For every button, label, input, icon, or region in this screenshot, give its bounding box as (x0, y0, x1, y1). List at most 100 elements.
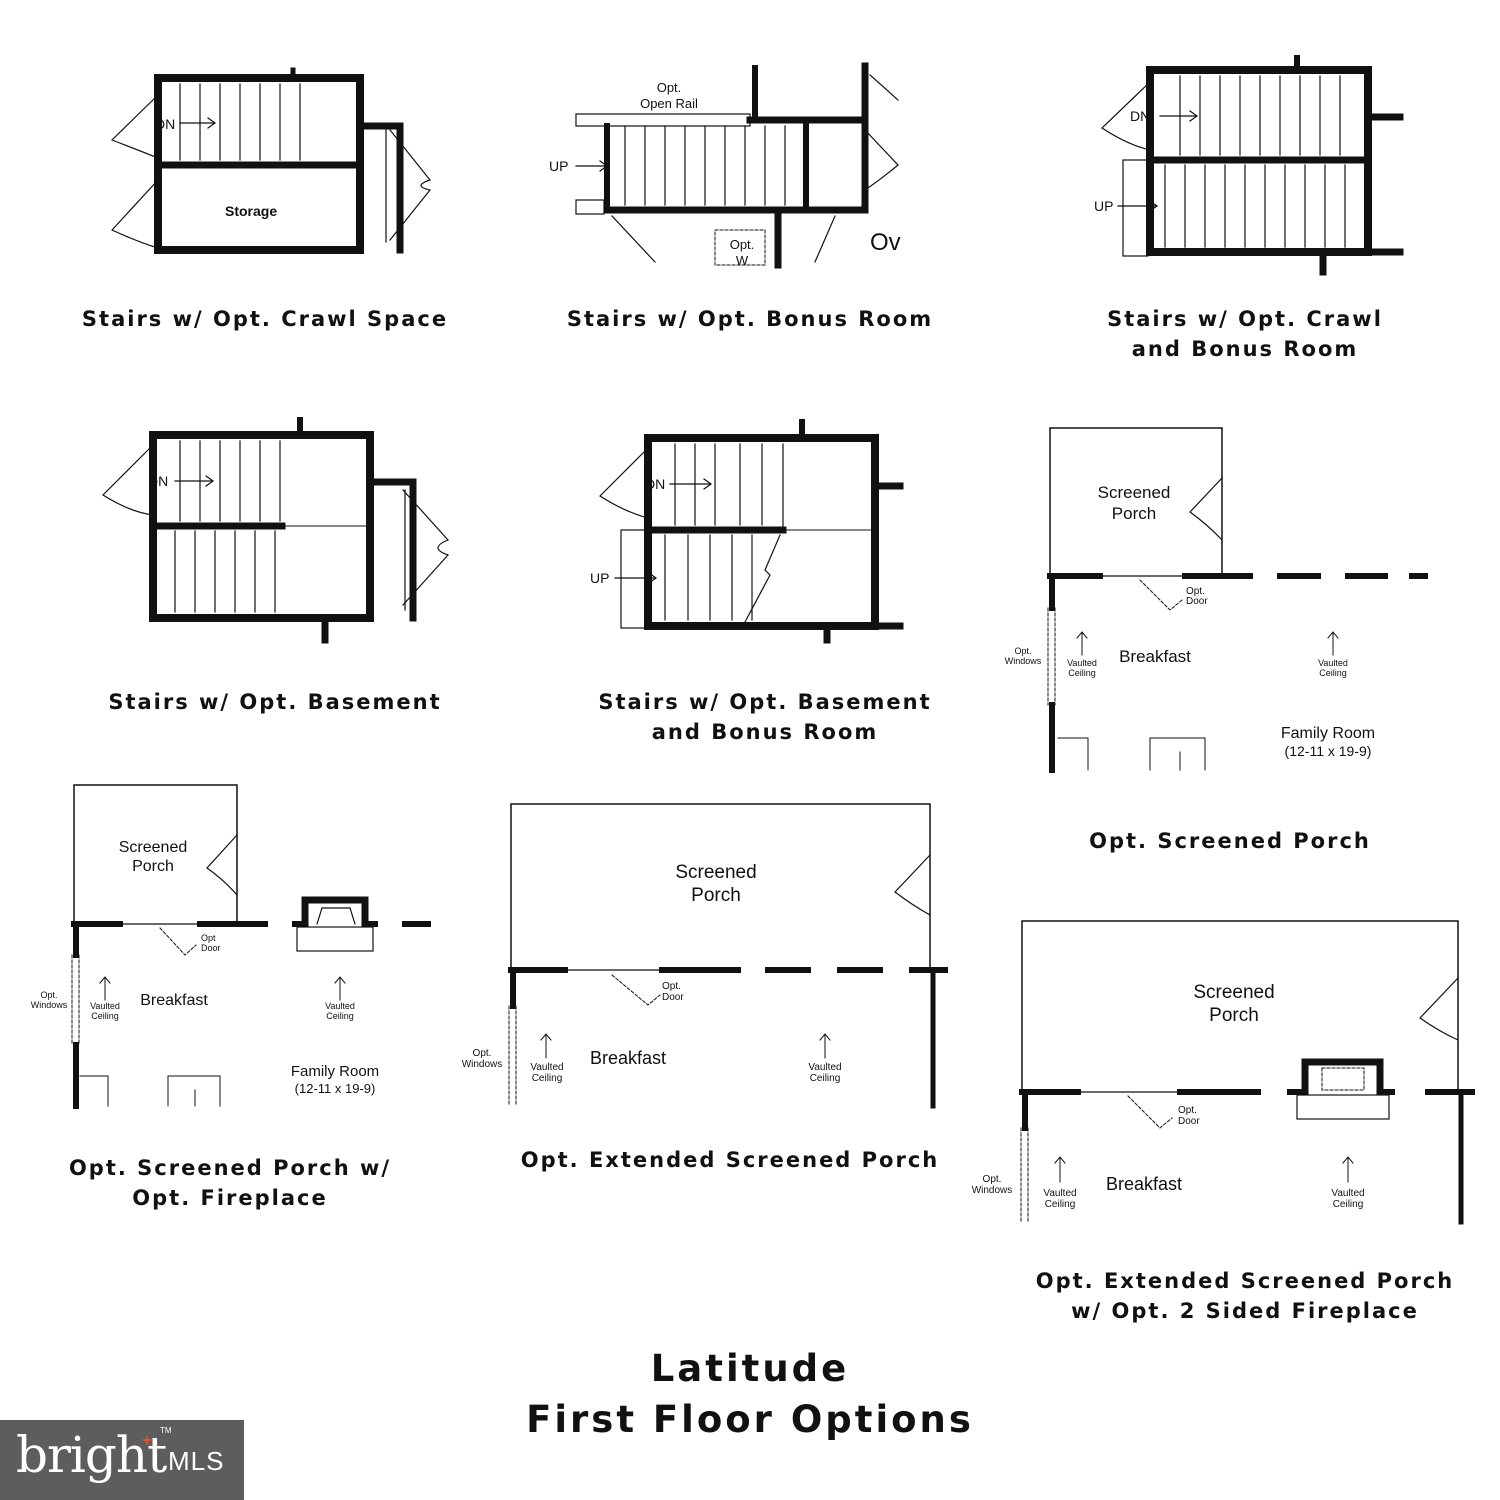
label-opt-door-2: Door (201, 943, 221, 953)
label-opt-open-rail-2: Open Rail (640, 96, 698, 111)
label-opt-open-rail-1: Opt. (657, 80, 682, 95)
label-family-room-1: Family Room (291, 1063, 379, 1080)
label-screened-porch-1: Screened (675, 862, 756, 883)
plan-stairs-crawl-bonus (1101, 55, 1404, 276)
plan-extended-screened-porch (508, 803, 948, 1109)
caption-line: Opt. Extended Screened Porch (1035, 1269, 1455, 1293)
caption-line: Stairs w/ Opt. Crawl (1107, 307, 1383, 331)
caption-line: Opt. Screened Porch w/ (68, 1156, 392, 1180)
label-vaulted-1: Vaulted (90, 1001, 120, 1011)
label-family-room-1: Family Room (1281, 725, 1375, 742)
label-screened-porch-2: Porch (691, 885, 741, 906)
label-breakfast: Breakfast (1119, 647, 1191, 666)
label-dn: DN (645, 476, 665, 492)
label-opt-door-1: Opt (201, 933, 216, 943)
caption-line: Opt. Screened Porch (1089, 829, 1371, 853)
label-vaulted-1: Vaulted (808, 1062, 841, 1073)
label-vaulted-2: Ceiling (1045, 1199, 1076, 1210)
plan-screened-porch (1047, 427, 1428, 773)
bright-mls-logo: bright TM MLS (0, 1420, 244, 1500)
label-opt-door-2: Door (662, 992, 684, 1003)
caption-stairs-crawl-bonus: Stairs w/ Opt. Crawl and Bonus Room (1020, 304, 1470, 364)
plan-screened-porch-fireplace (71, 784, 431, 1109)
logo-trademark: TM (160, 1426, 172, 1435)
label-vaulted-2: Ceiling (1319, 668, 1347, 678)
label-opt-windows-1: Opt. (1014, 646, 1031, 656)
caption-line: Stairs w/ Opt. Crawl Space (81, 307, 449, 331)
label-vaulted-1: Vaulted (1331, 1188, 1364, 1199)
label-breakfast: Breakfast (140, 992, 208, 1009)
page-title: Latitude First Floor Options (450, 1343, 1050, 1445)
caption-line: Stairs w/ Opt. Basement (108, 690, 442, 714)
label-screened-porch-1: Screened (1193, 982, 1274, 1003)
caption-stairs-crawl-space: Stairs w/ Opt. Crawl Space (40, 304, 490, 334)
label-screened-porch-2: Porch (1209, 1005, 1259, 1026)
caption-extended-screened-porch: Opt. Extended Screened Porch (480, 1145, 980, 1175)
logo-spark-icon (141, 1434, 153, 1446)
caption-line: Opt. Extended Screened Porch (520, 1148, 940, 1172)
label-opt-windows-1: Opt. (40, 990, 57, 1000)
label-opt-w-1: Opt. (730, 237, 755, 252)
caption-extended-porch-2-sided-fireplace: Opt. Extended Screened Porch w/ Opt. 2 S… (995, 1266, 1495, 1326)
label-opt-windows-1: Opt. (473, 1048, 492, 1059)
label-up: UP (1094, 198, 1113, 214)
caption-stairs-bonus-room: Stairs w/ Opt. Bonus Room (525, 304, 975, 334)
label-opt-windows-2: Windows (972, 1185, 1013, 1196)
plan-stairs-basement-bonus (599, 419, 904, 644)
plan-stairs-crawl-space (110, 67, 431, 254)
label-screened-porch-1: Screened (119, 839, 188, 856)
label-up: UP (590, 570, 609, 586)
caption-line: Stairs w/ Opt. Bonus Room (566, 307, 934, 331)
caption-screened-porch: Opt. Screened Porch (1005, 826, 1455, 856)
label-vaulted-1: Vaulted (1318, 658, 1348, 668)
caption-screened-porch-fireplace: Opt. Screened Porch w/ Opt. Fireplace (5, 1153, 455, 1213)
label-storage: Storage (225, 203, 277, 219)
label-opt-door-1: Opt. (1178, 1105, 1197, 1116)
label-up: UP (549, 158, 568, 174)
label-opt-door-2: Door (1186, 596, 1208, 607)
label-vaulted-2: Ceiling (91, 1011, 119, 1021)
label-opt-door-2: Door (1178, 1116, 1200, 1127)
label-dn: DN (148, 473, 168, 489)
label-ov: Ov (870, 229, 901, 256)
label-vaulted-2: Ceiling (532, 1073, 563, 1084)
label-screened-porch-2: Porch (1112, 504, 1156, 523)
label-breakfast: Breakfast (1106, 1174, 1182, 1194)
plan-stairs-basement (102, 417, 449, 644)
plan-extended-porch-2-sided-fireplace (1019, 920, 1475, 1225)
label-vaulted-1: Vaulted (1067, 658, 1097, 668)
label-vaulted-2: Ceiling (1333, 1199, 1364, 1210)
label-opt-door-1: Opt. (1186, 586, 1205, 597)
plan-stairs-bonus-room (575, 62, 899, 269)
caption-line: w/ Opt. 2 Sided Fireplace (1071, 1299, 1419, 1323)
label-opt-windows-2: Windows (31, 1000, 68, 1010)
caption-line: Stairs w/ Opt. Basement (598, 690, 932, 714)
label-screened-porch-2: Porch (132, 858, 174, 875)
label-opt-windows-2: Windows (1005, 656, 1042, 666)
logo-word: bright (16, 1426, 167, 1484)
label-opt-windows-1: Opt. (983, 1174, 1002, 1185)
label-vaulted-2: Ceiling (1068, 668, 1096, 678)
label-screened-porch-1: Screened (1098, 483, 1171, 502)
caption-stairs-basement: Stairs w/ Opt. Basement (50, 687, 500, 717)
title-line-1: Latitude (650, 1347, 850, 1390)
label-opt-door-1: Opt. (662, 981, 681, 992)
label-vaulted-1: Vaulted (530, 1062, 563, 1073)
label-breakfast: Breakfast (590, 1048, 666, 1068)
caption-line: and Bonus Room (651, 720, 879, 744)
caption-line: Opt. Fireplace (132, 1186, 328, 1210)
caption-stairs-basement-bonus: Stairs w/ Opt. Basement and Bonus Room (540, 687, 990, 747)
label-dn: DN (155, 116, 175, 132)
label-dn: DN (1130, 108, 1150, 124)
label-opt-windows-2: Windows (462, 1059, 503, 1070)
label-vaulted-2: Ceiling (326, 1011, 354, 1021)
label-family-room-2: (12-11 x 19-9) (295, 1081, 376, 1096)
label-vaulted-2: Ceiling (810, 1073, 841, 1084)
logo-mls: MLS (168, 1446, 225, 1476)
label-vaulted-1: Vaulted (325, 1001, 355, 1011)
label-family-room-2: (12-11 x 19-9) (1285, 743, 1372, 759)
caption-line: and Bonus Room (1131, 337, 1359, 361)
label-opt-w-2: W (736, 253, 749, 268)
title-line-2: First Floor Options (526, 1398, 974, 1441)
